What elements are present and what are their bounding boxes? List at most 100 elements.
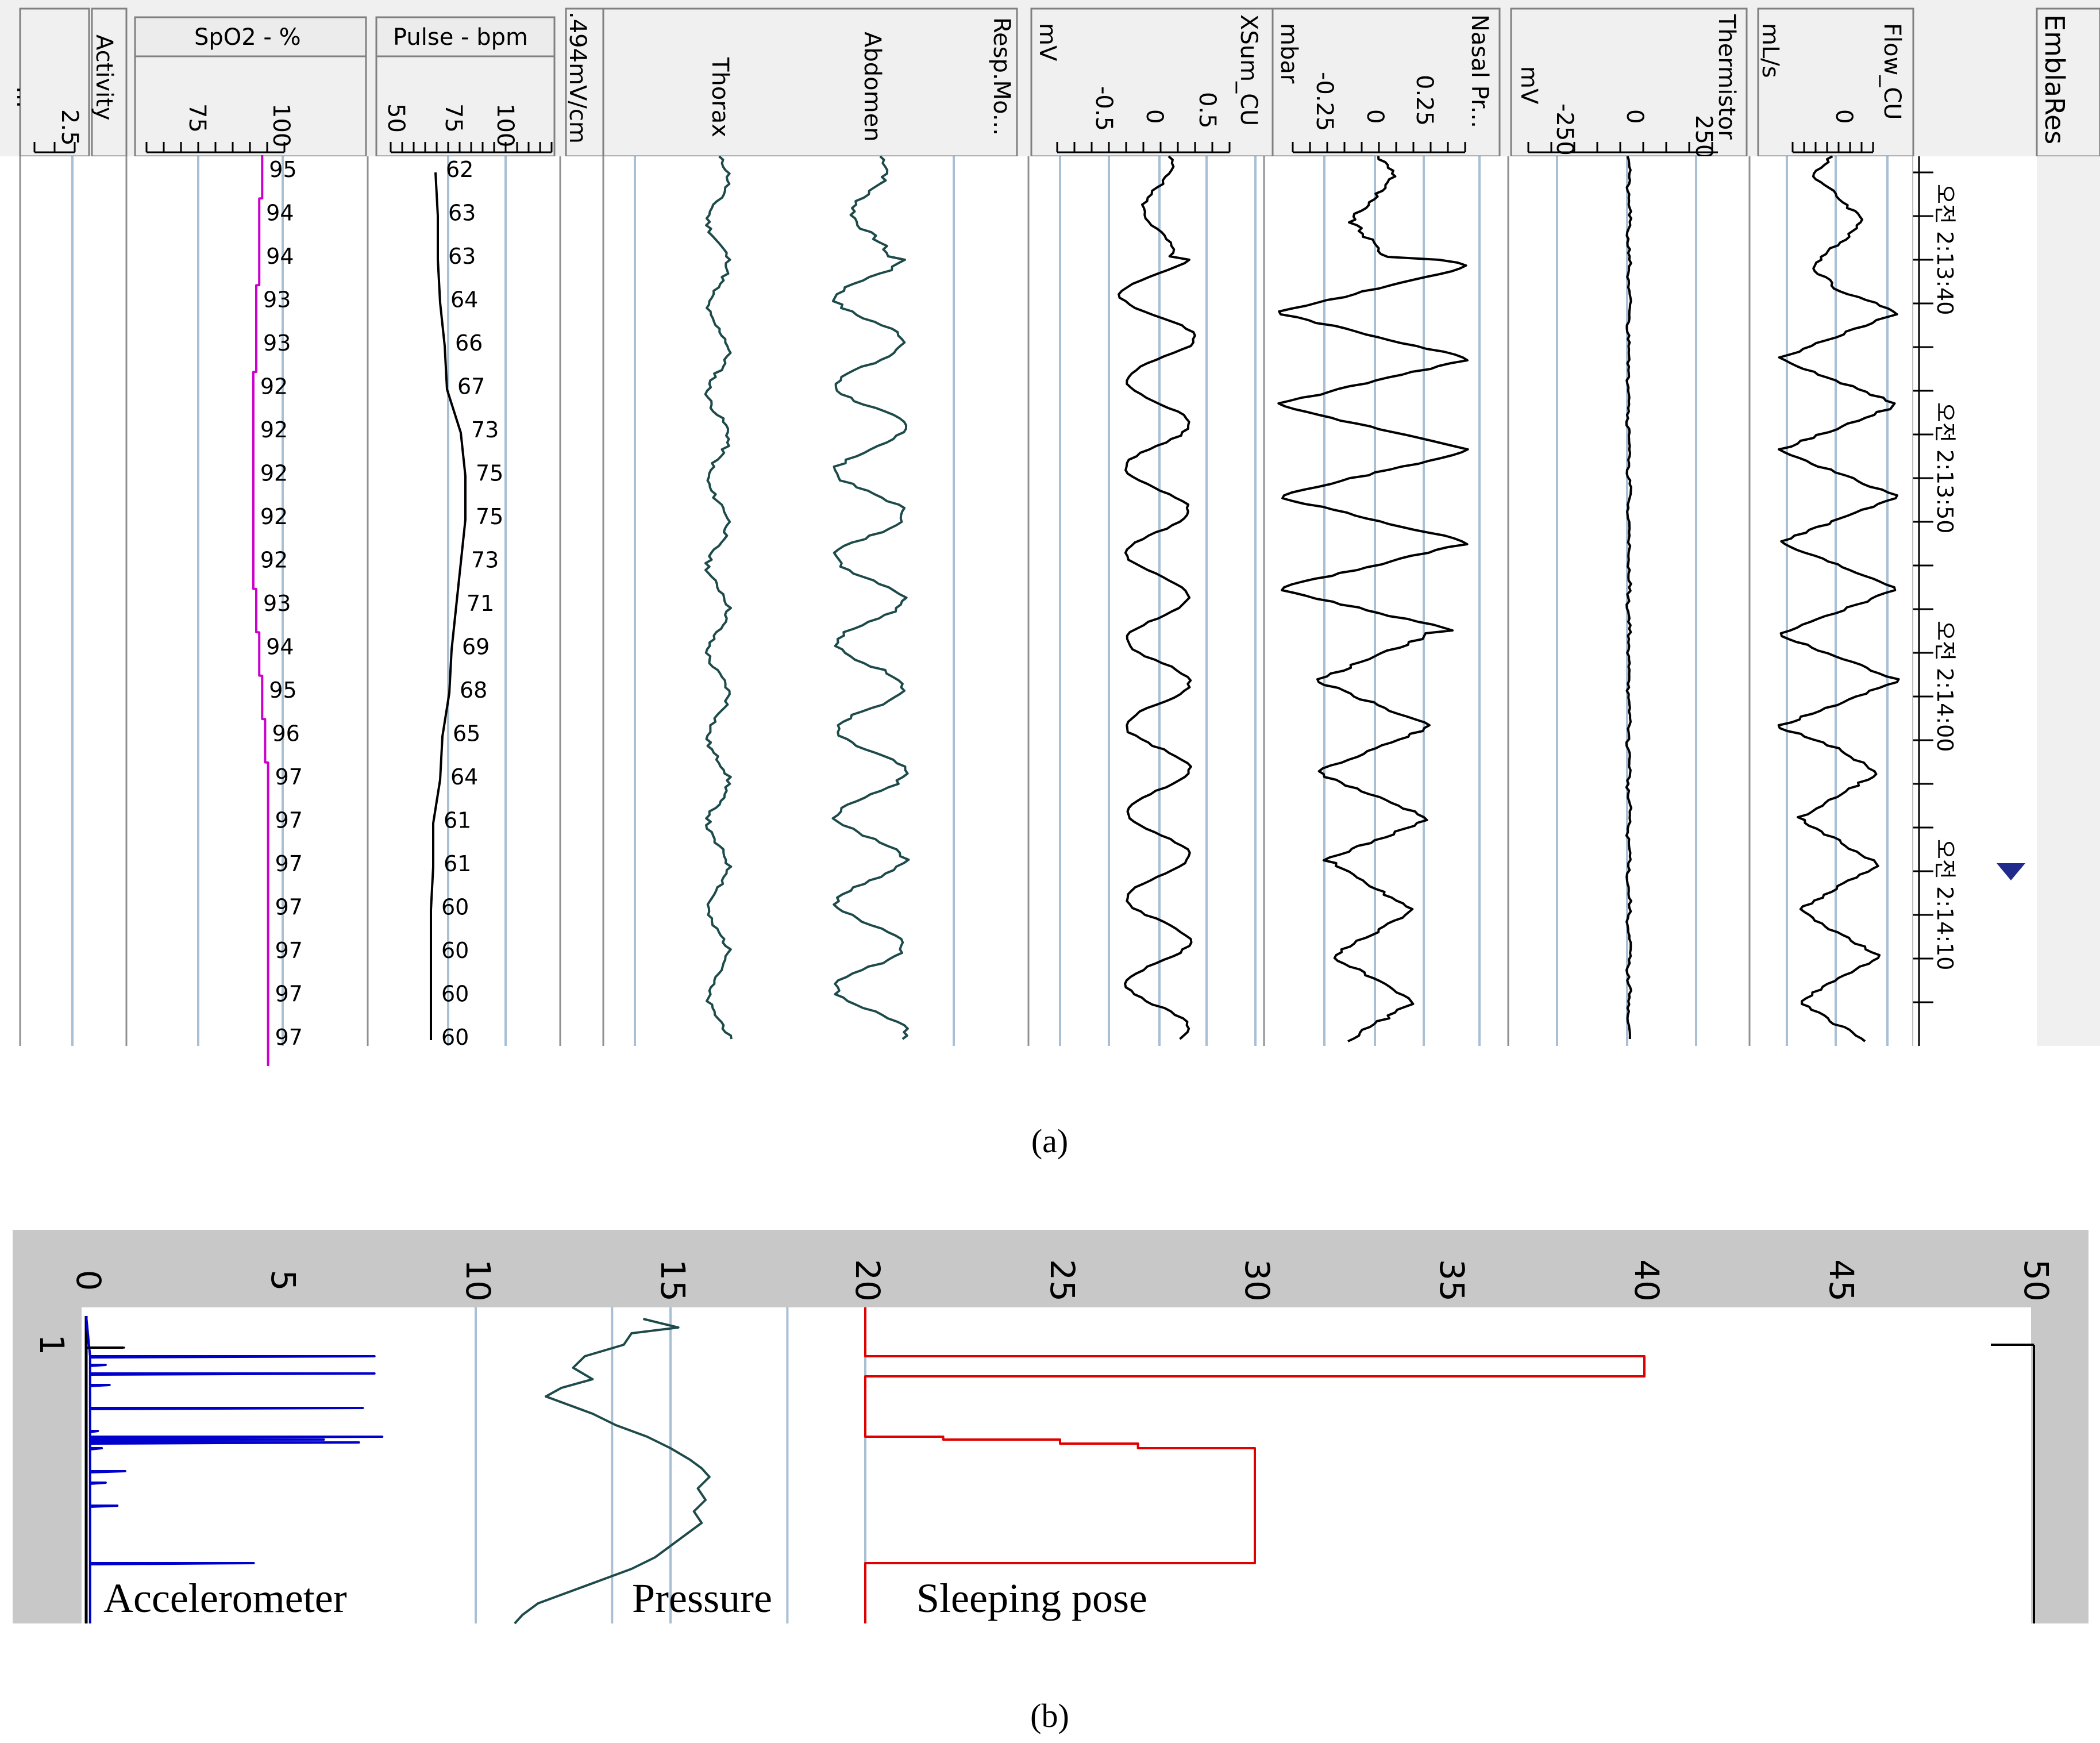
pulse-tick-100: 100 [492,103,518,147]
spo2-value-label: 93 [263,287,291,313]
axis-tick-label: 30 [1238,1259,1277,1302]
panel-b-right-gutter [2031,1307,2089,1623]
axis-tick-label: 10 [458,1259,498,1302]
pressure-trace [514,1318,711,1625]
time-label: 오전 2:14:00 [1932,621,1958,752]
thermistor-tick-zero: 0 [1621,109,1648,124]
signal-traces [252,155,1900,1066]
spo2-value-label: 97 [275,1025,303,1050]
axis-tick-label: 0 [69,1270,108,1291]
spo2-value-label: 97 [275,764,303,790]
pulse-trace [430,172,467,1040]
pulse-value-label: 75 [476,504,503,529]
pulse-value-label: 65 [453,721,480,747]
signal-plot-area [0,156,1913,1046]
channel-label-abdomen: Abdomen [859,32,885,142]
xsum-tick-neg: -0.5 [1091,86,1117,131]
sleeping-pose-trace [864,1307,1646,1623]
time-label: 오전 2:13:50 [1932,402,1958,534]
channel-label-activity: Activity [91,34,117,121]
spo2-value-label: 92 [260,374,288,399]
pulse-value-label: 63 [448,244,476,269]
pulse-value-label: 60 [441,938,469,963]
spo2-tick-100: 100 [268,103,294,147]
spo2-value-label: 92 [260,548,288,573]
spo2-value-label: 97 [275,895,303,920]
activity-tick-label: 2.5 [56,109,83,146]
thermistor-unit: mV [1516,66,1542,105]
sleeping-pose-label: Sleeping pose [916,1575,1147,1621]
pulse-tick-75: 75 [440,103,467,133]
header-tick-marks [33,142,1874,153]
spo2-value-label: 97 [275,808,303,833]
spo2-value-label: 93 [263,330,291,356]
accelerometer-label: Accelerometer [103,1575,347,1621]
spo2-value-label: 93 [263,591,291,616]
spo2-value-label: 96 [272,721,299,747]
spo2-value-label: 92 [260,504,288,529]
nasal-tick-pos: 0.25 [1411,75,1438,126]
spo2-value-label: 97 [275,851,303,876]
xsum-tick-zero: 0 [1141,109,1167,124]
flow-unit: mL/s [1757,23,1783,78]
spo2-value-label: 92 [260,461,288,486]
spo2-value-label: 94 [266,201,294,226]
axis-tick-label: 45 [1822,1259,1861,1302]
pulse-value-label: 64 [450,287,478,313]
pulse-value-label: 63 [448,201,476,226]
channel-label-nasal: Nasal Pr... [1466,14,1493,128]
caption-b: (b) [1030,1697,1069,1734]
channel-label-flow: Flow_CU [1879,23,1905,120]
pulse-value-label: 60 [441,895,469,920]
time-label: 오전 2:13:40 [1932,184,1958,315]
spo2-value-label: 94 [266,634,294,660]
axis-tick-label: 20 [848,1259,887,1302]
pulse-value-label: 73 [471,548,499,573]
axis-tick-label: 40 [1627,1259,1666,1302]
pulse-value-label: 60 [441,1025,469,1050]
pulse-value-labels: 6263636466677375757371696865646161606060… [441,157,503,1050]
panel-b-left-gutter [13,1307,82,1623]
cursor-marker-icon[interactable] [1997,863,2025,880]
pulse-tick-50: 50 [383,103,409,133]
channel-label-resp-effort: .494mV/cm [564,11,591,144]
axis-tick-label: 15 [653,1259,692,1302]
pulse-value-label: 62 [446,157,473,182]
plot-gridlines [71,156,1889,1046]
pulse-value-label: 71 [467,591,494,616]
pulse-value-label: 66 [455,330,483,356]
flow-tick-zero: 0 [1831,109,1857,124]
nasal-pressure-trace [1277,156,1469,1042]
time-label: 오전 2:14:10 [1932,839,1958,971]
right-scrollbar[interactable] [2037,156,2100,1046]
row-label: 1 [32,1334,71,1356]
xsum-tick-pos: 0.5 [1194,92,1220,129]
abdomen-trace [831,155,910,1040]
channel-label-pulse: Pulse - bpm [393,24,528,51]
thermistor-tick-neg: -250 [1551,103,1578,156]
axis-tick-label: 5 [264,1270,303,1291]
spo2-value-label: 92 [260,417,288,443]
channel-label-left: ... [11,86,38,108]
nasal-tick-zero: 0 [1362,109,1388,124]
axis-tick-label: 35 [1432,1259,1471,1302]
panel-b-plot-area [13,1307,2089,1623]
thorax-trace [704,155,733,1040]
xsum-trace [1118,155,1196,1040]
pulse-value-label: 67 [457,374,485,399]
spo2-value-label: 95 [269,157,296,182]
pulse-value-label: 61 [444,851,471,876]
caption-a: (a) [1031,1122,1068,1160]
spo2-value-label: 97 [275,938,303,963]
nasal-unit: mbar [1276,23,1302,84]
channel-label-thermistor: Thermistor [1713,14,1740,140]
panel-a-signal-viewer: ... Activity 2.5 SpO2 - % 75 100 Pulse -… [0,0,2100,1160]
time-axis-labels: 오전 2:13:40 오전 2:13:50 오전 2:14:00 오전 2:14:10 [1932,184,1958,971]
thermistor-trace [1625,156,1633,1040]
pulse-value-label: 64 [450,764,478,790]
spo2-trace [252,155,269,1066]
time-axis-ticks [1913,156,1933,1046]
spo2-value-label: 94 [266,244,294,269]
